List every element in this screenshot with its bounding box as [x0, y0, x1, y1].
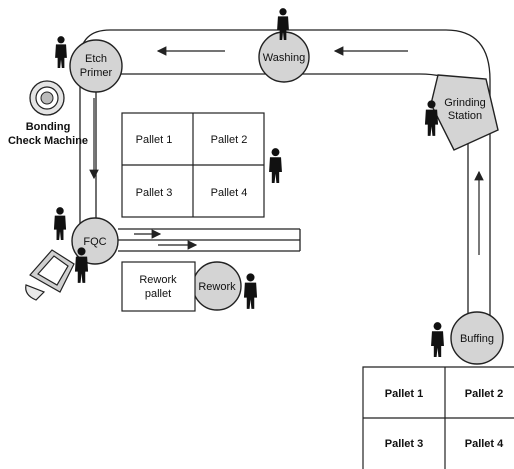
worker-icon-buffing — [431, 322, 444, 357]
svg-text:Check Machine: Check Machine — [8, 135, 88, 147]
pallet-1-label: Pallet 1 — [385, 388, 424, 400]
station-rework: Rework — [192, 261, 242, 311]
station-buffing: Buffing — [450, 311, 504, 365]
pallet-1-label: Pallet 1 — [136, 134, 173, 146]
fqc-output-lane — [118, 228, 301, 252]
pallet-4-label: Pallet 4 — [465, 438, 504, 450]
svg-text:Rework: Rework — [139, 274, 177, 286]
svg-text:Station: Station — [448, 110, 482, 122]
svg-text:FQC: FQC — [83, 236, 106, 248]
svg-text:Rework: Rework — [198, 281, 236, 293]
pallet-2-label: Pallet 2 — [465, 388, 504, 400]
svg-text:pallet: pallet — [145, 288, 171, 300]
flow-arrows — [89, 46, 484, 255]
pallet-3-label: Pallet 3 — [136, 187, 173, 199]
station-washing: Washing — [258, 31, 310, 83]
svg-text:Washing: Washing — [263, 52, 305, 64]
svg-text:Grinding: Grinding — [444, 97, 486, 109]
svg-text:Buffing: Buffing — [460, 333, 494, 345]
worker-icon-pallets — [269, 148, 282, 183]
svg-text:Bonding: Bonding — [26, 121, 71, 133]
bonding-check-machine: Bonding Check Machine — [8, 80, 88, 147]
station-grinding: Grinding Station — [430, 74, 499, 151]
pallet-2-label: Pallet 2 — [211, 134, 248, 146]
pallet-grid-bottom: Pallet 1 Pallet 2 Pallet 3 Pallet 4 — [362, 366, 514, 469]
svg-text:Primer: Primer — [80, 67, 113, 79]
station-etch-primer: Etch Primer — [69, 39, 123, 93]
rework-pallet-box: Rework pallet — [121, 261, 196, 312]
worker-icon-fqc-left — [53, 207, 67, 240]
inspection-machine-icon — [25, 249, 75, 301]
pallet-3-label: Pallet 3 — [385, 438, 424, 450]
pallet-grid-center: Pallet 1 Pallet 2 Pallet 3 Pallet 4 — [121, 112, 265, 218]
worker-icon-rework — [243, 273, 258, 309]
pallet-4-label: Pallet 4 — [211, 187, 248, 199]
worker-icon-etch — [55, 36, 67, 68]
svg-text:Etch: Etch — [85, 53, 107, 65]
